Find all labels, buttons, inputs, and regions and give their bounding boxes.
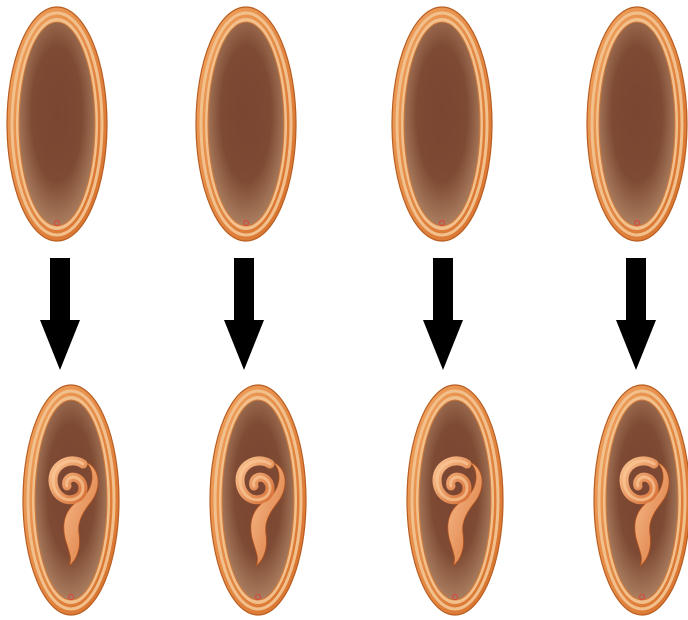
top-row-eggs xyxy=(7,7,687,241)
arrow-head xyxy=(40,320,80,370)
larva-egg-icon xyxy=(210,385,306,615)
larva-egg-icon xyxy=(594,385,688,615)
egg-interior xyxy=(19,22,95,226)
arrow-shaft xyxy=(433,258,453,320)
arrow-shaft xyxy=(626,258,646,320)
empty-egg-icon xyxy=(196,7,296,241)
arrow-down-icon xyxy=(224,258,264,370)
empty-egg-icon xyxy=(587,7,687,241)
arrow-head xyxy=(616,320,656,370)
empty-egg-icon xyxy=(7,7,107,241)
arrow-shaft xyxy=(234,258,254,320)
egg-interior xyxy=(404,22,480,226)
egg-interior xyxy=(208,22,284,226)
larva-egg-icon xyxy=(23,385,119,615)
empty-egg-icon xyxy=(392,7,492,241)
arrow-down-icon xyxy=(423,258,463,370)
egg-interior xyxy=(599,22,675,226)
arrow-down-icon xyxy=(616,258,656,370)
arrow-head xyxy=(423,320,463,370)
arrow-down-icon xyxy=(40,258,80,370)
arrow-head xyxy=(224,320,264,370)
bottom-row-eggs xyxy=(23,385,688,615)
arrow-shaft xyxy=(50,258,70,320)
larva-egg-icon xyxy=(407,385,503,615)
arrow-row xyxy=(40,258,656,370)
